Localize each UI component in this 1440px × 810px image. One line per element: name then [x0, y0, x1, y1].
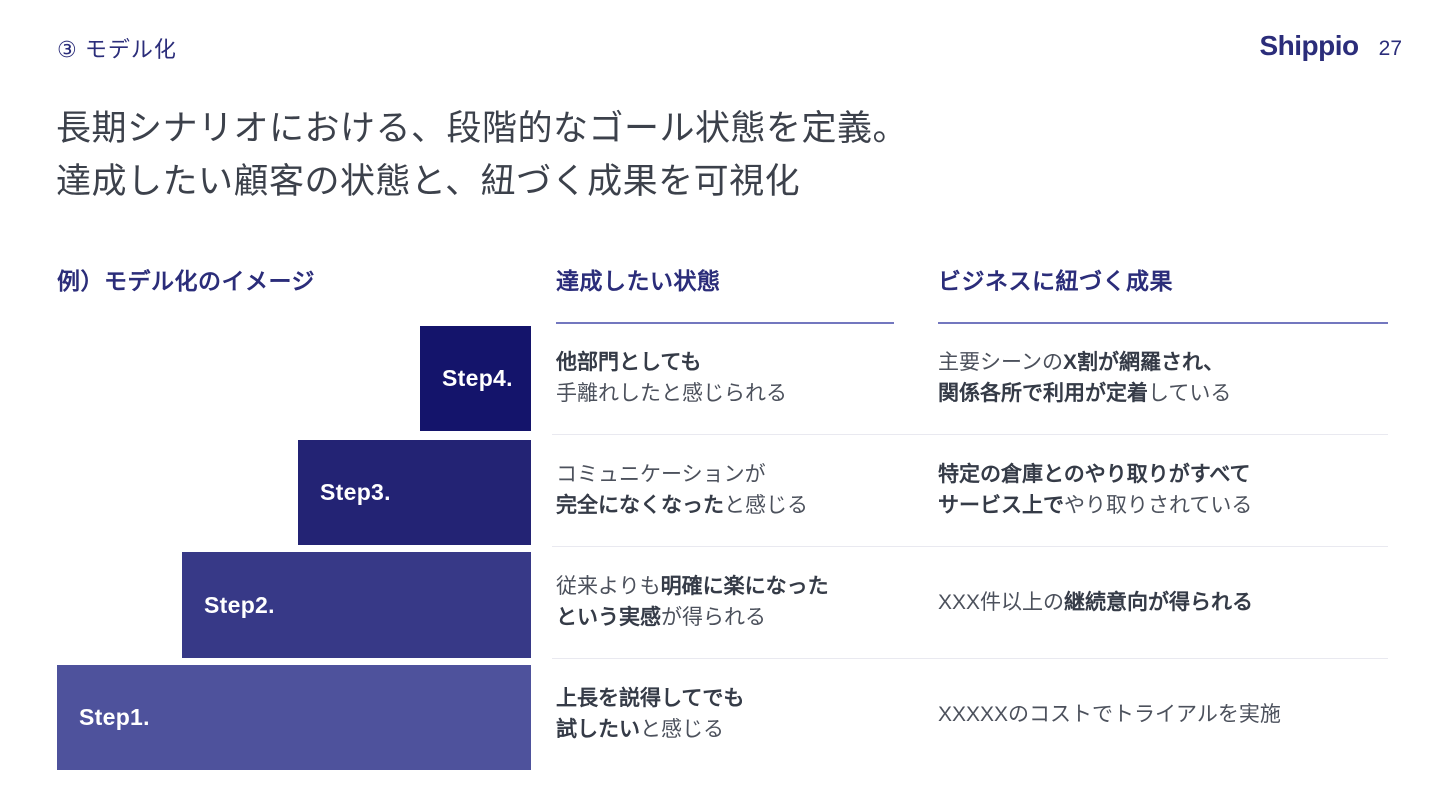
slide-title: 長期シナリオにおける、段階的なゴール状態を定義。 達成したい顧客の状態と、紐づく… — [56, 102, 908, 208]
outcome-cell-line: サービス上でやり取りされている — [938, 494, 1253, 517]
slide-title-line1: 長期シナリオにおける、段階的なゴール状態を定義。 — [56, 109, 909, 148]
step-block-2: Step2. — [182, 552, 531, 658]
state-cell-line: 試したいと感じる — [556, 718, 724, 741]
step-block-3: Step3. — [298, 440, 531, 545]
outcome-cell: XXX件以上の継続意向が得られる — [938, 587, 1398, 618]
outcome-cell-line: 関係各所で利用が定着している — [938, 382, 1232, 405]
table-row-3: 従来よりも明確に楽になったという実感が得られる XXX件以上の継続意向が得られる — [0, 546, 1440, 658]
state-heading-underline — [556, 322, 894, 324]
shippio-logo: Shippio — [1259, 30, 1359, 61]
outcome-cell: XXXXXのコストでトライアルを実施 — [938, 699, 1398, 730]
row-separator — [552, 546, 1388, 547]
state-cell-line: 他部門としても — [556, 351, 702, 374]
outcome-cell-line: 主要シーンのX割が網羅され、 — [938, 351, 1225, 374]
outcome-heading-underline — [938, 322, 1388, 324]
table-row-1: 他部門としても手離れしたと感じられる主要シーンのX割が網羅され、関係各所で利用が… — [0, 322, 1440, 434]
outcome-cell: 主要シーンのX割が網羅され、関係各所で利用が定着している — [938, 347, 1398, 409]
table-row-2: コミュニケーションが完全になくなったと感じる特定の倉庫とのやり取りがすべてサービ… — [0, 434, 1440, 546]
table-row-4: 上長を説得してでも試したいと感じる XXXXXのコストでトライアルを実施 — [0, 658, 1440, 770]
outcome-column-heading: ビジネスに紐づく成果 — [938, 268, 1173, 294]
state-cell-line: コミュニケーションが — [556, 463, 766, 486]
state-cell: コミュニケーションが完全になくなったと感じる — [556, 459, 916, 521]
step-label-2: Step2. — [204, 591, 275, 618]
step-block-4: Step4. — [420, 326, 531, 431]
slide-title-line2: 達成したい顧客の状態と、紐づく成果を可視化 — [56, 162, 801, 201]
state-cell: 他部門としても手離れしたと感じられる — [556, 347, 916, 409]
step-label-3: Step3. — [320, 479, 391, 505]
page-number: 27 — [1378, 37, 1402, 60]
state-cell-line: 従来よりも明確に楽になった — [556, 575, 829, 598]
state-cell-line: 完全になくなったと感じる — [556, 494, 808, 517]
row-separator — [552, 658, 1388, 659]
outcome-cell: 特定の倉庫とのやり取りがすべてサービス上でやり取りされている — [938, 459, 1398, 521]
state-column-heading: 達成したい状態 — [556, 268, 721, 294]
outcome-cell-line: XXXXXのコストでトライアルを実施 — [938, 702, 1281, 726]
state-cell-line: 上長を説得してでも — [556, 687, 745, 710]
state-cell-line: という実感が得られる — [556, 606, 766, 629]
step-label-4: Step4. — [442, 365, 513, 391]
row-separator — [552, 434, 1388, 435]
state-cell-line: 手離れしたと感じられる — [556, 382, 787, 405]
outcome-cell-line: 特定の倉庫とのやり取りがすべて — [938, 463, 1251, 486]
step-block-1: Step1. — [57, 665, 531, 770]
brand-area: Shippio 27 — [1259, 30, 1402, 62]
diagram-heading: 例）モデル化のイメージ — [57, 268, 316, 294]
step-label-1: Step1. — [79, 704, 150, 730]
state-cell: 従来よりも明確に楽になったという実感が得られる — [556, 571, 916, 633]
state-cell: 上長を説得してでも試したいと感じる — [556, 683, 916, 745]
slide-kicker: ③ モデル化 — [57, 37, 177, 62]
outcome-cell-line: XXX件以上の継続意向が得られる — [938, 590, 1254, 614]
